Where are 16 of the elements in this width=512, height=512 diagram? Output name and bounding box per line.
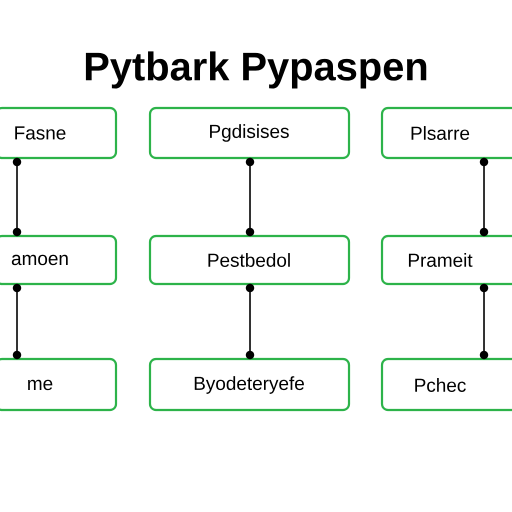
connector <box>480 158 488 236</box>
process-box: Plsarre <box>380 106 512 160</box>
process-box: Fasne <box>0 106 118 160</box>
connector <box>12 284 22 360</box>
process-box: Pchec <box>380 358 512 412</box>
connector <box>12 158 22 236</box>
process-box: me <box>0 358 118 412</box>
process-box: amoen <box>0 234 118 286</box>
connector <box>246 284 254 360</box>
connector <box>480 284 488 360</box>
title: Pytbark Pypaspen <box>86 51 426 89</box>
process-box: Byodeteryefe <box>148 358 350 412</box>
process-box: Pestbedol <box>148 234 350 286</box>
connector <box>246 158 254 236</box>
process-box: Prameit <box>380 234 512 286</box>
process-box: Pgdisises <box>148 106 350 160</box>
